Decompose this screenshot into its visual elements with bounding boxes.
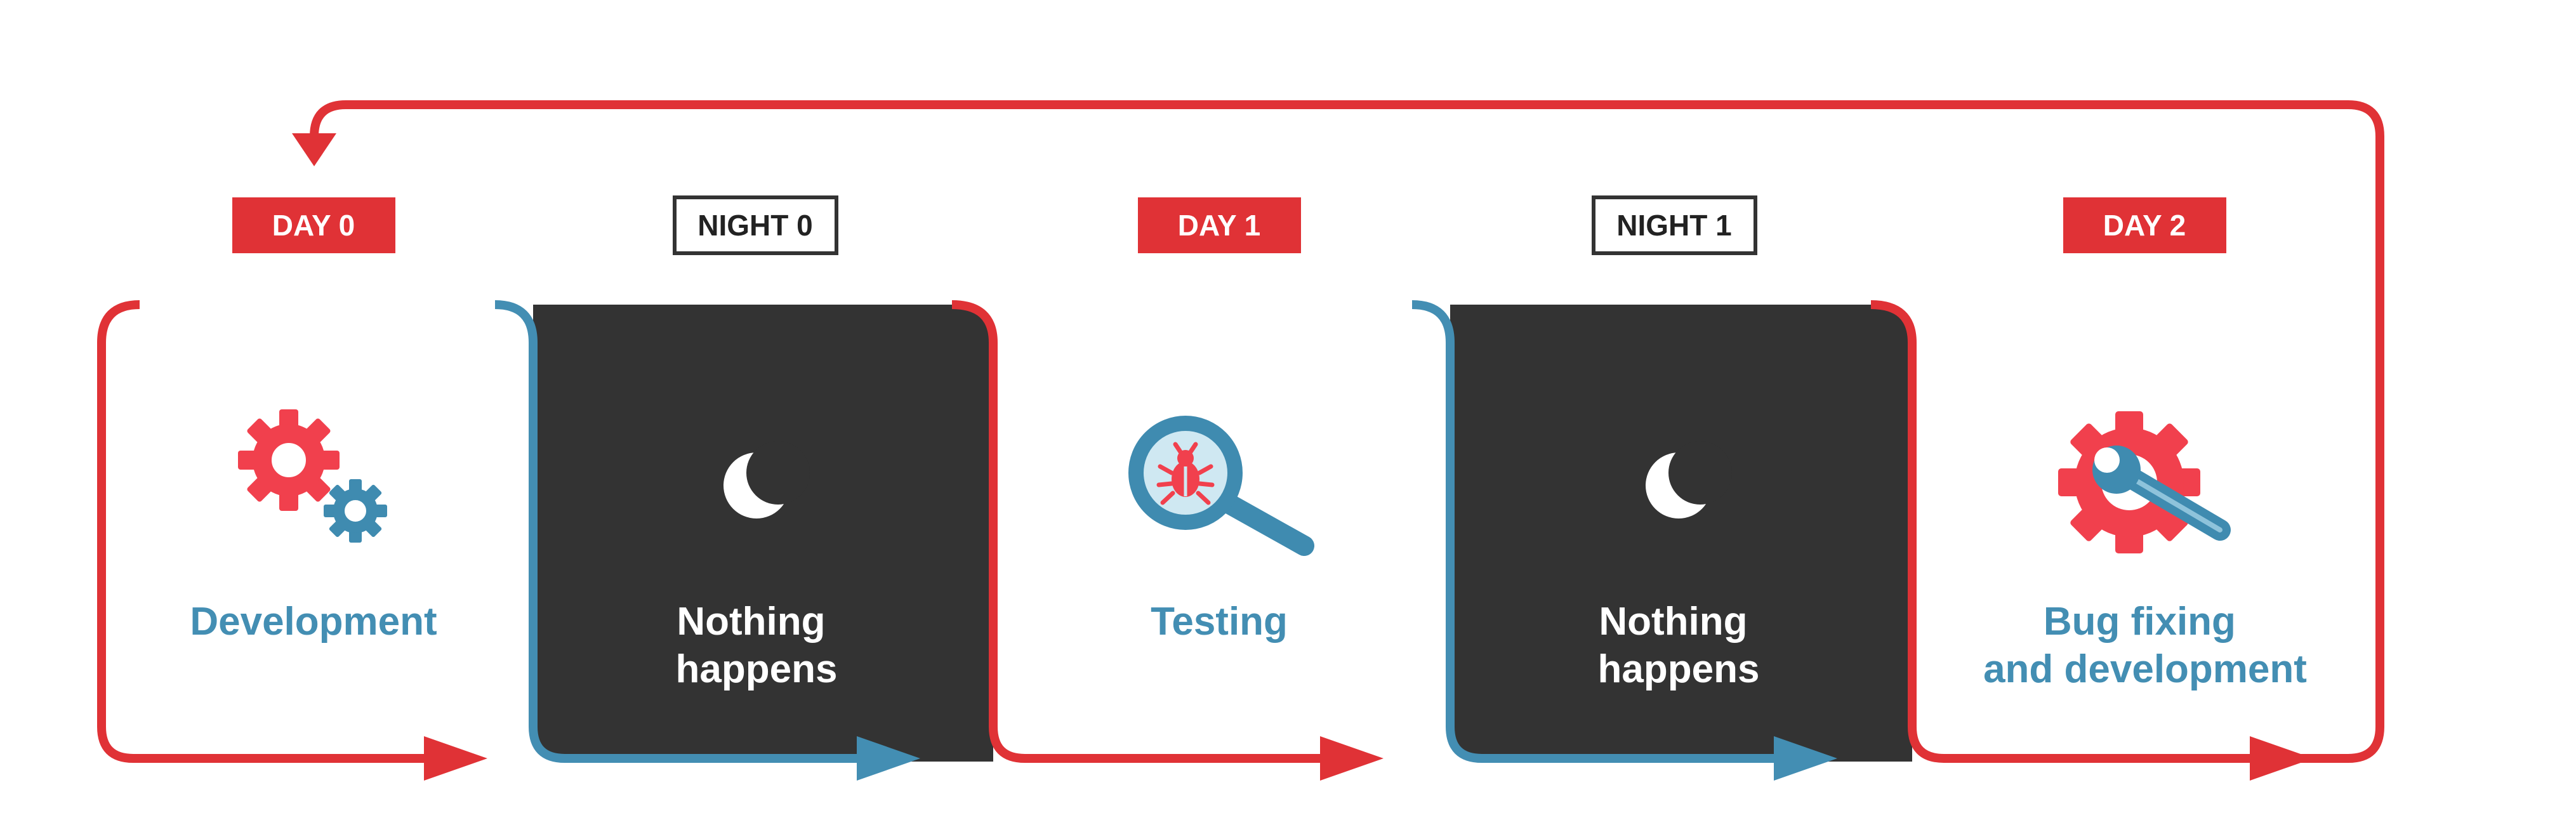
phase-day-2-tag-box: [2063, 197, 2226, 253]
loop-back-arrow: [310, 100, 2384, 763]
phase-night-1-label: Nothing happens: [1598, 600, 1760, 691]
phase-day-1-tag: DAY 1: [1178, 209, 1260, 242]
phase-day-0-bracket: [97, 300, 438, 763]
phase-day-1-tag-box: [1138, 197, 1301, 253]
phase-day-2-bracket: [1870, 300, 2259, 763]
gears-icon: [238, 409, 387, 543]
phase-night-1-panel: [1450, 305, 1912, 762]
phase-day-2-tag: DAY 2: [2103, 209, 2186, 242]
loop-back-arrowhead: [292, 133, 336, 166]
phase-night-0-bracket: [494, 300, 866, 763]
phase-night-1-tag: NIGHT 1: [1616, 209, 1731, 242]
phase-day-2-arrowhead: [2250, 736, 2313, 781]
phase-day-0-tag-box: [232, 197, 395, 253]
moon-icon: [1646, 441, 1732, 519]
phase-night-0-tag-box: [673, 195, 838, 255]
wrench-icon: [2092, 446, 2231, 541]
bug-magnifier-icon: [1128, 416, 1314, 556]
phase-night-1-bracket: [1411, 300, 1783, 763]
phase-night-0-label: Nothing happens: [676, 600, 838, 691]
phase-day-1-arrowhead: [1320, 736, 1384, 781]
phase-day-2: DAY 2: [1870, 197, 2313, 781]
phase-night-1-arrowhead: [1774, 736, 1837, 781]
phase-day-1-bracket: [951, 300, 1333, 763]
phase-night-1: NIGHT 1 Nothing happens: [1411, 195, 1912, 781]
phase-day-0: DAY 0: [97, 197, 487, 781]
phase-day-0-label: Development: [190, 600, 437, 644]
phase-night-1-tag-box: [1592, 195, 1757, 255]
phase-day-2-label: Bug fixing and development: [1983, 600, 2307, 691]
gear-wrench-icon: [2058, 411, 2231, 553]
phase-day-0-arrowhead: [424, 736, 487, 781]
phase-day-1-label: Testing: [1151, 600, 1288, 644]
phase-night-0: NIGHT 0 Nothing happens: [494, 195, 993, 781]
phase-night-0-panel: [533, 305, 993, 762]
phase-night-0-arrowhead: [857, 736, 920, 781]
phase-night-0-tag: NIGHT 0: [697, 209, 812, 242]
phase-day-1: DAY 1 Testing: [951, 197, 1384, 781]
phase-day-0-tag: DAY 0: [272, 209, 355, 242]
moon-icon: [723, 441, 810, 519]
